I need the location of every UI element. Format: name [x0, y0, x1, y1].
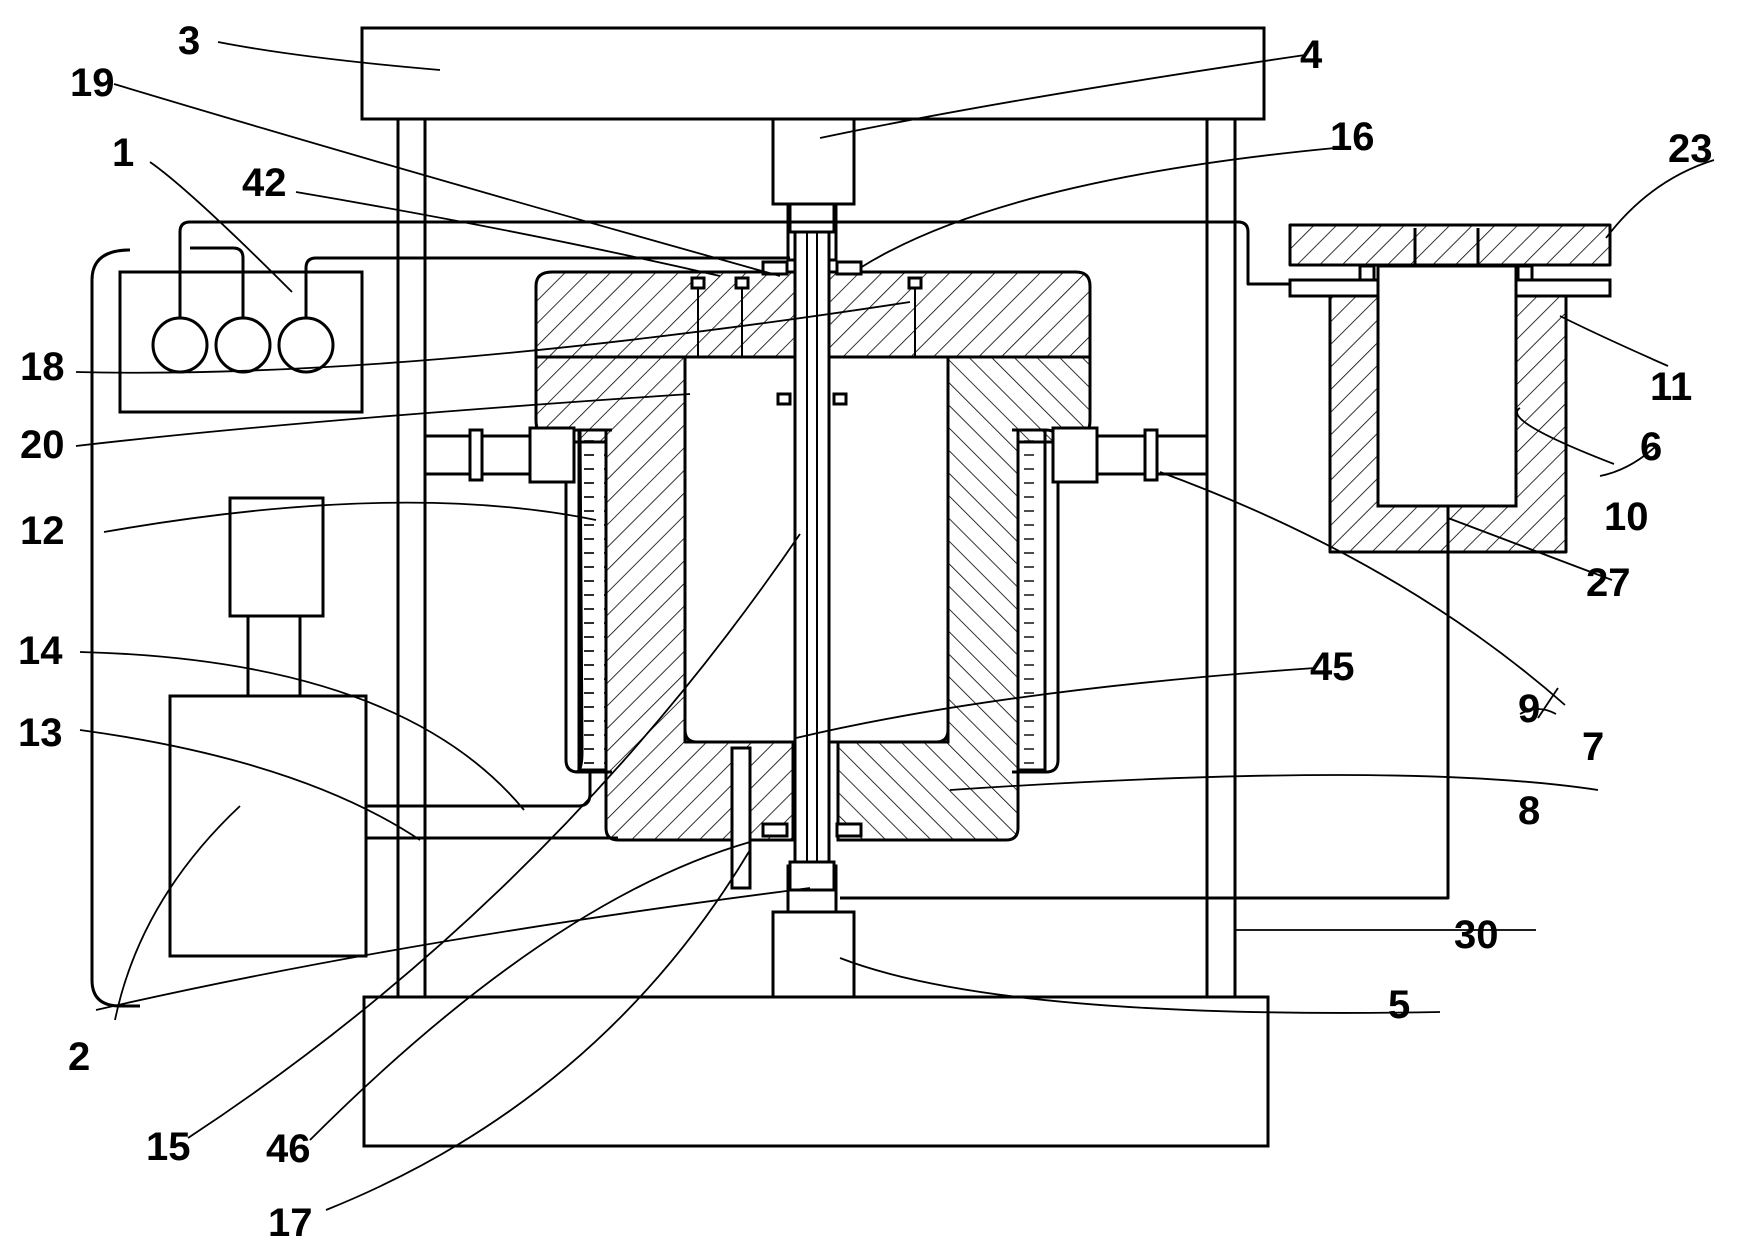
side-nozzle-left: [425, 428, 574, 482]
label-45: 45: [1310, 645, 1355, 689]
label-12: 12: [20, 509, 65, 553]
line-13: [366, 772, 590, 806]
label-6: 6: [1640, 425, 1662, 469]
gas-cylinders: [153, 318, 333, 372]
side-nozzle-right: [1053, 428, 1207, 482]
label-20: 20: [20, 423, 65, 467]
bottom-plate: [364, 997, 1268, 1146]
controller-neck: [248, 616, 300, 696]
label-17: 17: [268, 1201, 313, 1245]
label-46: 46: [266, 1127, 311, 1171]
column-left: [398, 119, 425, 997]
controller-body: [170, 696, 366, 956]
rod-top-fitting: [790, 204, 834, 232]
upper-ram: [773, 119, 854, 204]
label-9: 9: [1518, 687, 1540, 731]
label-18: 18: [20, 345, 65, 389]
label-30: 30: [1454, 913, 1499, 957]
rod-bottom-fitting: [790, 862, 834, 890]
label-1: 1: [112, 131, 134, 175]
top-plate: [362, 28, 1264, 119]
label-3: 3: [178, 19, 200, 63]
label-2: 2: [68, 1035, 90, 1079]
column-right: [1207, 119, 1235, 997]
label-14: 14: [18, 629, 63, 673]
label-19: 19: [70, 61, 115, 105]
heating-jacket-right-body: [1018, 430, 1045, 770]
bottom-ejector-pin: [732, 748, 750, 888]
controller-top: [230, 498, 323, 616]
label-11: 11: [1650, 365, 1692, 409]
label-13: 13: [18, 711, 63, 755]
label-7: 7: [1582, 725, 1604, 769]
collector-lid: [1290, 225, 1610, 265]
label-5: 5: [1388, 983, 1410, 1027]
label-15: 15: [146, 1125, 191, 1169]
label-16: 16: [1330, 115, 1375, 159]
label-4: 4: [1300, 33, 1323, 77]
label-10: 10: [1604, 495, 1649, 539]
label-23: 23: [1668, 127, 1713, 171]
collector-cavity: [1378, 266, 1516, 506]
label-8: 8: [1518, 789, 1540, 833]
label-42: 42: [242, 161, 287, 205]
lower-ram: [773, 912, 854, 997]
label-27: 27: [1586, 561, 1631, 605]
heating-jacket-left-body: [579, 430, 606, 770]
